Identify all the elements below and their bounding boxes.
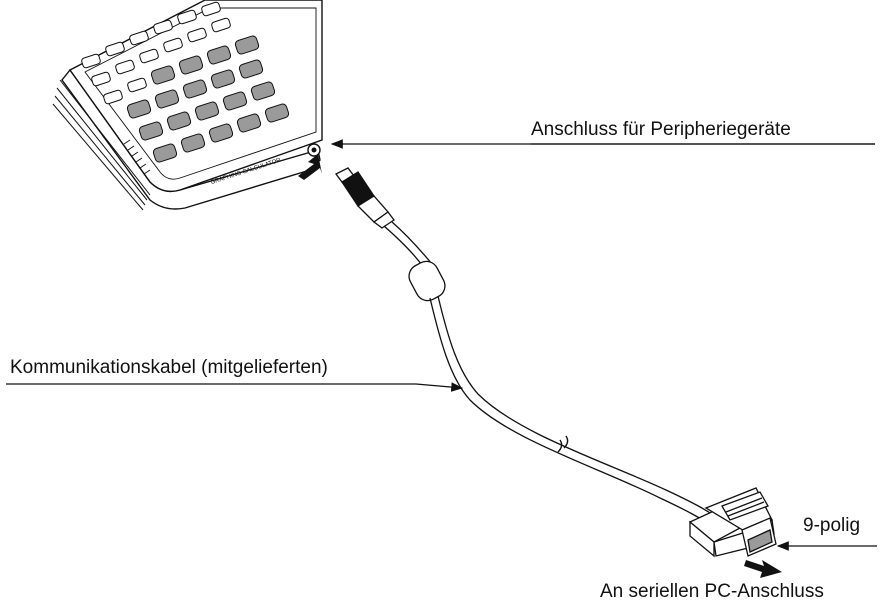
calculator: GRAPHING CALCULATOR bbox=[52, 0, 323, 211]
calculator-vent bbox=[123, 139, 151, 175]
cable-label: Kommunikationskabel (mitgelieferten) bbox=[10, 357, 328, 378]
serial-arrow-icon bbox=[744, 560, 782, 578]
serial-port-label: An seriellen PC-Anschluss bbox=[600, 581, 824, 602]
calculator-bezel bbox=[84, 7, 317, 180]
stereo-plug bbox=[335, 167, 395, 229]
cable-break-mark bbox=[557, 435, 569, 453]
db9-connector bbox=[688, 487, 777, 558]
calculator-grip-ridges bbox=[52, 79, 151, 211]
peripheral-port-label: Anschluss für Peripheriegeräte bbox=[531, 119, 791, 140]
insert-arrow-icon bbox=[298, 154, 322, 180]
pins-label: 9-polig bbox=[803, 515, 861, 536]
ferrite-core bbox=[408, 260, 446, 302]
communication-cable bbox=[383, 221, 719, 527]
leader-lines bbox=[6, 139, 877, 551]
keypad bbox=[81, 1, 290, 163]
peripheral-port bbox=[307, 143, 321, 157]
leader-cable bbox=[6, 382, 464, 392]
